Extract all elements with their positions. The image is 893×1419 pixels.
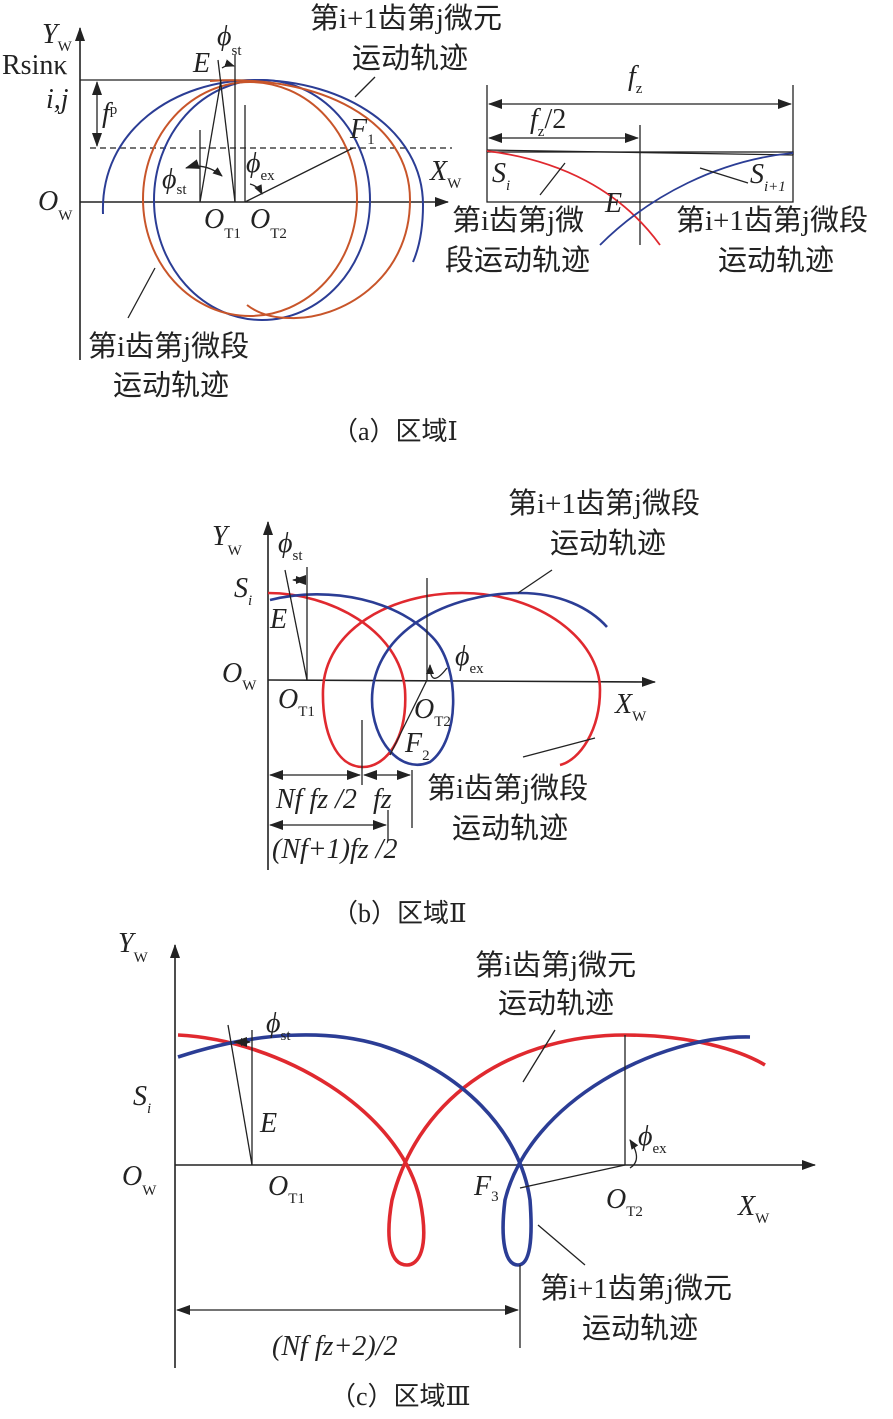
e-line: [227, 1024, 253, 1166]
phi-ex-arc: [249, 183, 263, 195]
phi-st-label: ϕst: [266, 1008, 291, 1044]
inset-leader-i: [539, 162, 566, 196]
phi-ex-arc: [426, 664, 448, 679]
phi-ex-label: ϕex: [638, 1121, 667, 1157]
origin-label: OW: [38, 186, 73, 224]
label-tooth-i1: 第i+1齿第j微段: [508, 487, 700, 520]
label-tooth-i1-line2: 运动轨迹: [352, 42, 468, 75]
point-ot2: OT2: [250, 204, 287, 242]
point-e: E: [269, 604, 287, 635]
inset-label-i: 第i齿第j微: [452, 204, 584, 237]
point-f1: F1: [349, 114, 375, 148]
inset-label-i1-line2: 运动轨迹: [718, 244, 834, 277]
label-tooth-i-line2: 运动轨迹: [452, 812, 568, 845]
label-tooth-i: 第i齿第j微元: [475, 949, 636, 982]
point-ot2: OT2: [414, 694, 451, 730]
trajectory-tooth-i: [177, 1033, 766, 1267]
point-e: E: [259, 1108, 277, 1139]
x-axis-label: XW: [737, 1191, 770, 1227]
phi-st-top-arc: [221, 59, 235, 69]
f2-line: [389, 679, 428, 756]
dim-label-3: (Nf+1)fz /2: [272, 834, 397, 865]
inset-trajectory-tooth-i1: [599, 152, 794, 246]
point-ot1: OT1: [204, 204, 241, 242]
label-tooth-i1-line2: 运动轨迹: [550, 527, 666, 560]
dim-label: (Nf fz+2)/2: [272, 1331, 397, 1362]
si1-label: Si+1: [750, 159, 786, 195]
leader-a-bottom: [127, 267, 156, 319]
panel-b: YW XW OW Si E ϕst ϕex OT1 OT2 F2 Nf fz /…: [212, 487, 700, 928]
trajectory-tooth-i-inner: [142, 81, 358, 317]
point-e: E: [192, 48, 210, 79]
point-ot2: OT2: [606, 1184, 643, 1220]
f1-line: [244, 147, 354, 203]
inset-label-i1: 第i+1齿第j微段: [676, 204, 868, 237]
caption-b: （b）区域Ⅱ: [332, 899, 467, 928]
trajectory-tooth-i1-outer: [101, 78, 425, 263]
si-label: Si: [492, 158, 510, 194]
leader-c-bottom: [537, 1224, 586, 1266]
fz-label: fz: [628, 61, 643, 97]
trajectory-tooth-i-outer: [209, 79, 412, 320]
rsink-label: Rsinκ: [2, 50, 67, 81]
phi-st-label: ϕst: [162, 164, 187, 198]
label-tooth-i1: 第i+1齿第j微元: [310, 2, 502, 35]
trajectory-tooth-i1: [269, 591, 608, 766]
panel-c: YW XW OW Si E ϕst ϕex OT1 OT2 F3 (Nf fz+…: [118, 928, 816, 1411]
inset-label-i-line2: 段运动轨迹: [445, 244, 590, 277]
inset-trajectory-tooth-i: [486, 150, 661, 246]
phi-ex-label: ϕex: [246, 148, 275, 184]
y-axis-label: YW: [118, 928, 149, 966]
label-tooth-i-line2: 运动轨迹: [113, 369, 229, 402]
fp-label: fp: [102, 98, 117, 129]
rsink-index: i,j: [46, 84, 69, 115]
point-f2: F2: [404, 728, 430, 764]
fz-half-label: fz/2: [530, 104, 566, 140]
phi-st-label: ϕst: [278, 528, 303, 564]
label-tooth-i1: 第i+1齿第j微元: [540, 1272, 732, 1305]
dim-label-1: Nf fz /2: [275, 784, 357, 815]
leader-c-top: [522, 1029, 556, 1083]
leader-a-top: [354, 76, 376, 98]
si-label: Si: [234, 573, 252, 609]
trajectory-tooth-i1-inner: [153, 79, 371, 321]
panel-a: YW XW OW Rsinκ i,j fp E ϕst ϕst ϕex F1 O…: [2, 2, 868, 446]
dim-label-2: fz: [373, 784, 392, 815]
leader-b-bottom: [522, 737, 596, 758]
inset-zoom: fz fz/2 Si Si+1 E 第i齿第j微 段运动轨迹 第i+1齿第j微段…: [445, 61, 868, 277]
trajectory-tooth-i: [267, 591, 602, 769]
e-line: [284, 569, 308, 681]
f3-line: [519, 1164, 626, 1189]
si-label: Si: [133, 1081, 151, 1117]
phi-ex-label: ϕex: [455, 641, 484, 677]
label-tooth-i-line2: 运动轨迹: [498, 987, 614, 1020]
e-line-2: [217, 59, 236, 203]
label-tooth-i: 第i齿第j微段: [427, 772, 588, 805]
leader-b-top: [517, 569, 553, 594]
label-tooth-i: 第i齿第j微段: [88, 330, 249, 363]
phi-st-arc: [185, 159, 223, 177]
trajectory-tooth-i1: [177, 1033, 751, 1267]
y-axis-label: YW: [212, 521, 243, 559]
point-ot1: OT1: [278, 684, 315, 720]
origin-label: OW: [122, 1161, 157, 1199]
e-line-1: [199, 79, 222, 203]
caption-c: （c）区域Ⅲ: [330, 1382, 471, 1411]
inset-leader-i1: [699, 167, 749, 184]
origin-label: OW: [222, 658, 257, 694]
caption-a: （a）区域Ⅰ: [332, 417, 458, 446]
phi-st-top-label: ϕst: [217, 21, 242, 59]
phi-ex-arc: [629, 1139, 639, 1169]
label-tooth-i1-line2: 运动轨迹: [582, 1312, 698, 1345]
y-axis-label: YW: [42, 19, 73, 55]
point-ot1: OT1: [268, 1171, 305, 1207]
x-axis-label: XW: [429, 156, 462, 192]
x-axis: [267, 676, 656, 687]
x-axis-label: XW: [614, 689, 647, 725]
point-f3: F3: [473, 1171, 499, 1205]
inset-point-e: E: [604, 188, 622, 219]
